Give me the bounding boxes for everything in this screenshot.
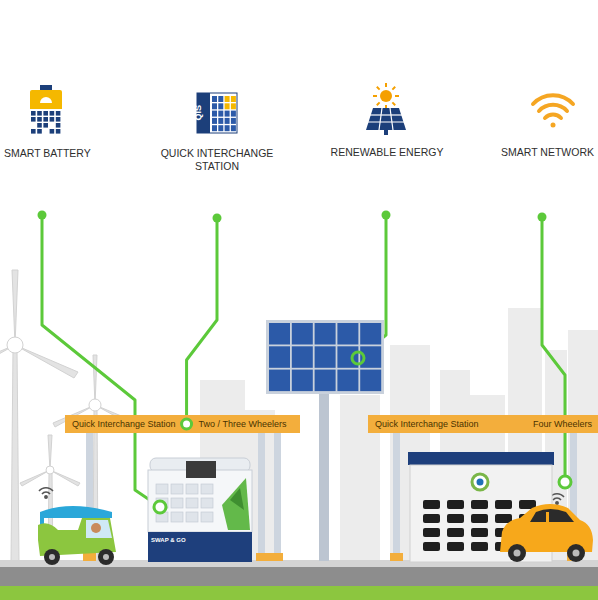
leader-end <box>182 419 192 429</box>
kiosk-brand: SWAP & GO <box>151 537 186 545</box>
leader-line <box>187 218 217 424</box>
road <box>0 567 598 586</box>
swap-kiosk <box>148 458 252 562</box>
leader-end <box>352 352 364 364</box>
icon-caption: SMART BATTERY <box>4 147 91 160</box>
leader-line <box>42 215 565 507</box>
vehicle-class: Four Wheelers <box>533 415 592 433</box>
electric-car <box>500 504 593 562</box>
vehicle-class: Two / Three Wheelers <box>199 415 287 433</box>
leader-end <box>559 476 571 488</box>
wifi-icon <box>533 95 573 127</box>
icon-caption: QUICK INTERCHANGE STATION <box>152 147 282 173</box>
icon-text: QIS <box>193 105 204 121</box>
city-skyline <box>200 308 598 565</box>
grass-strip <box>0 586 598 600</box>
renewable-icon <box>366 83 406 135</box>
leader-dot <box>38 211 547 223</box>
canopy-band: Quick Interchange Station Four Wheelers <box>368 415 598 433</box>
leader-end <box>154 501 166 513</box>
station-title: Quick Interchange Station <box>72 415 176 433</box>
canopy-band: Quick Interchange Station Two / Three Whe… <box>65 415 300 433</box>
icon-caption: RENEWABLE ENERGY <box>331 146 444 159</box>
solar-panel <box>266 320 384 561</box>
auto-rickshaw <box>38 506 116 565</box>
station-title: Quick Interchange Station <box>375 415 479 433</box>
battery-icon <box>30 85 62 134</box>
icon-caption: SMART NETWORK <box>501 146 594 159</box>
